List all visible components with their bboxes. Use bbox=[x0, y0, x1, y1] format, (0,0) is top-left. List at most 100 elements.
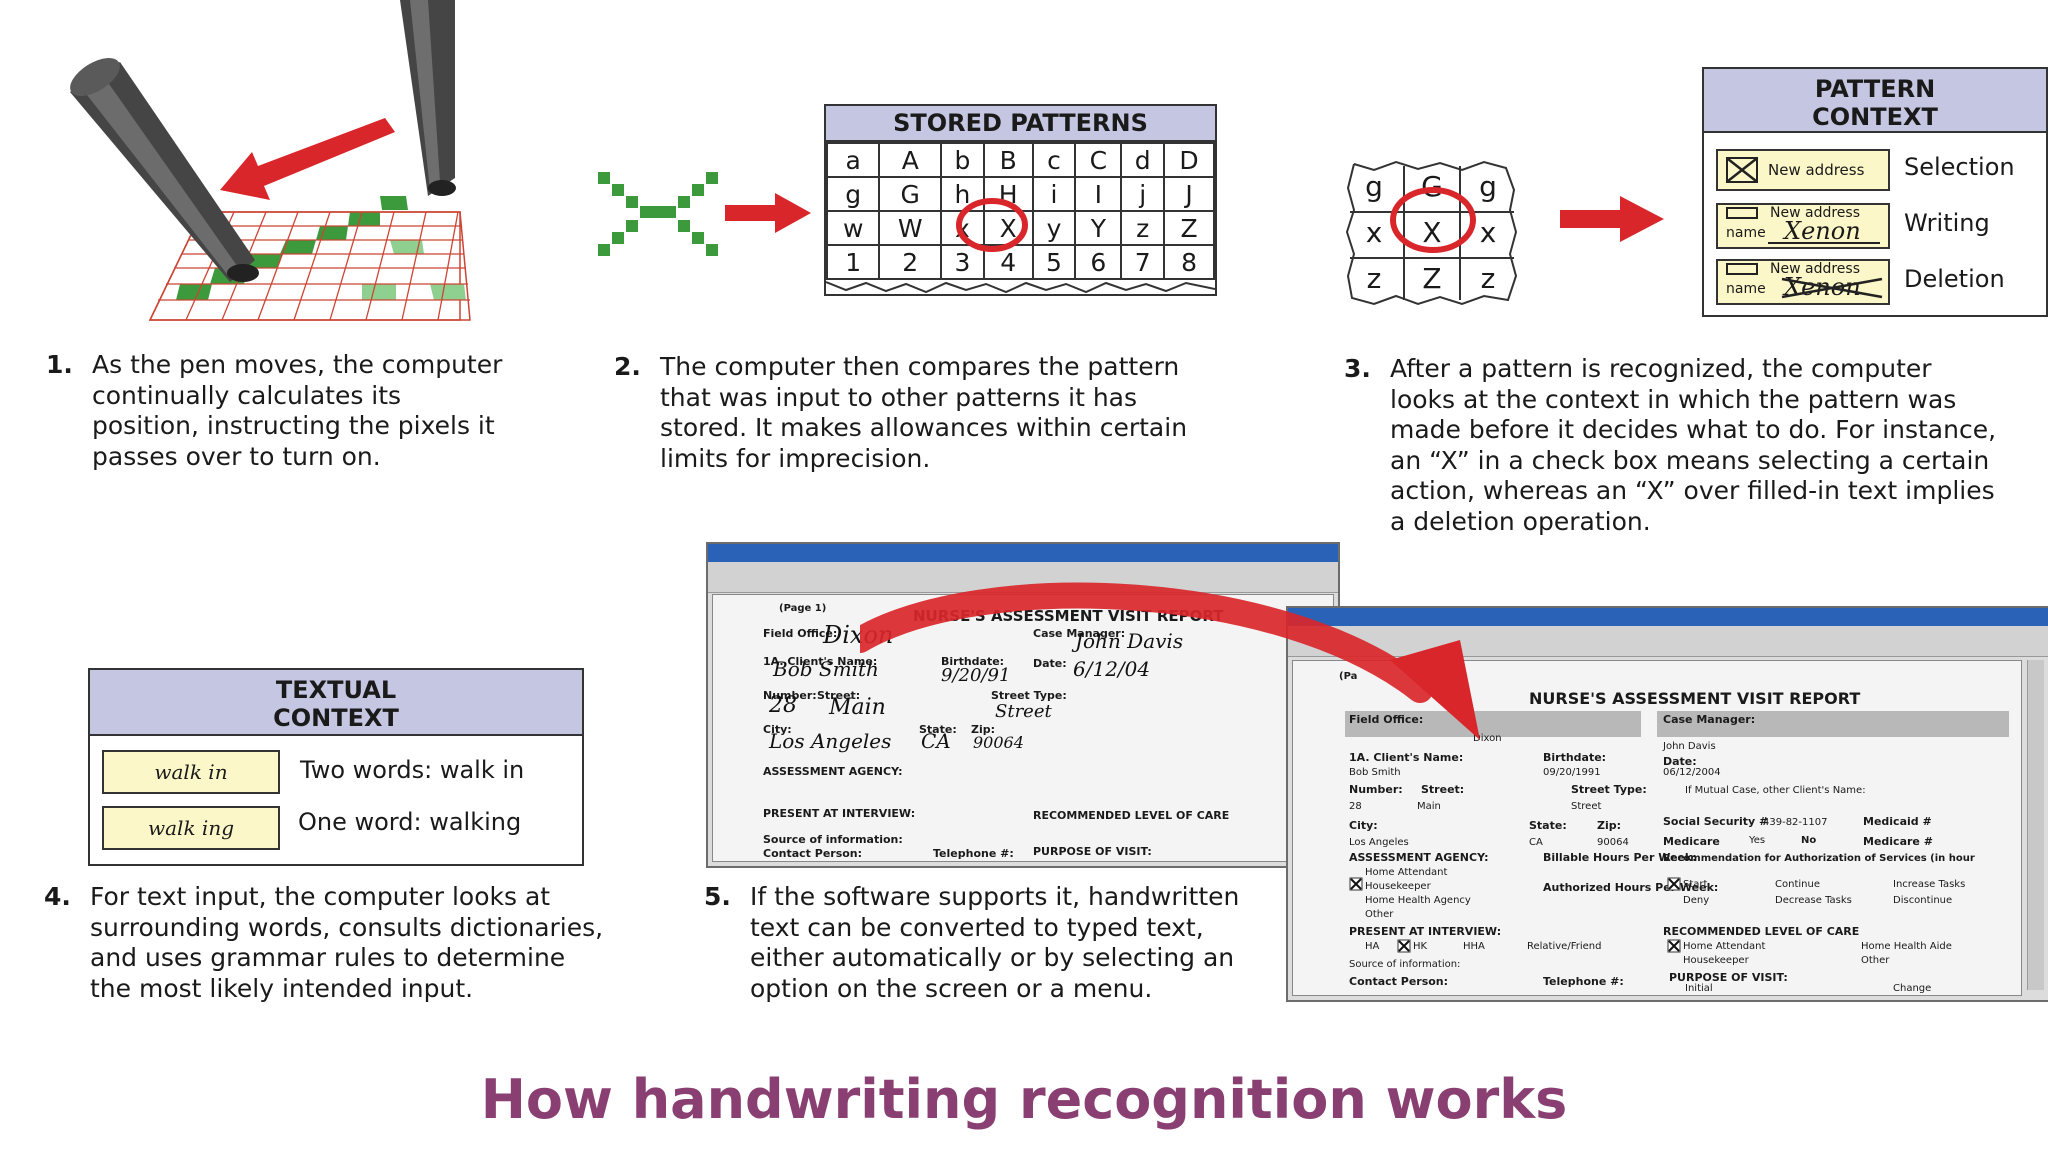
step-line: passes over to turn on. bbox=[92, 441, 381, 471]
form-page: (Pa NURSE'S ASSESSMENT VISIT REPORT Fiel… bbox=[1292, 660, 2022, 996]
field-label: Source of information: bbox=[1349, 959, 1461, 970]
match-circle-icon bbox=[1390, 187, 1476, 253]
pattern-cell: A bbox=[878, 142, 943, 178]
window-titlebar bbox=[1288, 608, 2048, 626]
field-label: Zip: bbox=[1597, 819, 1622, 832]
pattern-cell: H bbox=[982, 176, 1034, 212]
field-label: Number: bbox=[1349, 783, 1403, 796]
option-label: Change bbox=[1893, 983, 1932, 994]
field-label: Contact Person: bbox=[763, 847, 863, 860]
checked-box-icon bbox=[1349, 877, 1363, 891]
field-label: Street Type: bbox=[991, 689, 1067, 702]
handwritten-number: 28 bbox=[769, 693, 797, 718]
field-label: City: bbox=[1349, 819, 1378, 832]
box-name-text: name bbox=[1726, 281, 1766, 297]
step-line: looks at the context in which the patter… bbox=[1390, 384, 1957, 414]
step-line: action, whereas an “X” over filled-in te… bbox=[1390, 476, 1995, 505]
option-label: Start bbox=[1683, 879, 1708, 890]
arrow-right-icon bbox=[1560, 196, 1664, 242]
pattern-context-panel: PATTERN CONTEXT New address Selection Ne… bbox=[1702, 67, 2048, 317]
handwritten-sample: walk in bbox=[102, 750, 280, 794]
pen-right bbox=[400, 0, 456, 196]
option-label: Other bbox=[1861, 955, 1890, 966]
pattern-cell: 2 bbox=[878, 244, 943, 280]
stored-patterns-title: STORED PATTERNS bbox=[826, 106, 1215, 142]
pattern-cell: D bbox=[1163, 142, 1215, 178]
page-number: (Pa bbox=[1339, 671, 1358, 682]
field-value: 09/20/1991 bbox=[1543, 767, 1601, 778]
option-label: Housekeeper bbox=[1365, 881, 1431, 892]
pattern-cell: 7 bbox=[1120, 244, 1166, 280]
step-line: limits for imprecision. bbox=[660, 443, 931, 473]
pattern-cell: B bbox=[982, 142, 1034, 178]
field-label: Street: bbox=[817, 689, 861, 702]
step-line: text can be converted to typed text, bbox=[750, 912, 1204, 942]
handwritten-sample: walk ing bbox=[102, 806, 280, 850]
match-cell: X bbox=[1422, 216, 1442, 249]
field-label: 1A. Client's Name: bbox=[763, 655, 878, 668]
field-value: CA bbox=[1529, 837, 1543, 848]
option-label: Relative/Friend bbox=[1527, 941, 1602, 952]
checked-box-icon bbox=[1397, 939, 1411, 953]
field-label: Medicaid # bbox=[1863, 815, 1932, 828]
option-label: Other bbox=[1365, 909, 1394, 920]
context-label: Selection bbox=[1904, 153, 2015, 181]
pattern-context-title: PATTERN CONTEXT bbox=[1704, 69, 2046, 133]
step-line: that was input to other patterns it has bbox=[660, 382, 1138, 412]
handwritten-street-type: Street bbox=[995, 701, 1052, 722]
field-label: Medicare # bbox=[1863, 835, 1933, 848]
handwritten-street: Main bbox=[829, 695, 886, 720]
field-value: Street bbox=[1571, 801, 1602, 812]
field-label: State: bbox=[919, 723, 957, 736]
pattern-cell: C bbox=[1074, 142, 1123, 178]
step-line: surrounding words, consults dictionaries… bbox=[90, 912, 604, 942]
field-label: Field Office: bbox=[763, 627, 838, 640]
option-label: Initial bbox=[1685, 983, 1713, 994]
checked-box-icon bbox=[1667, 939, 1681, 953]
handwritten-word: Xenon bbox=[1784, 217, 1861, 245]
pattern-cell: 5 bbox=[1031, 244, 1077, 280]
textual-context-panel: TEXTUAL CONTEXT walk in Two words: walk … bbox=[88, 668, 584, 866]
pattern-cell: b bbox=[940, 142, 985, 178]
field-label: Zip: bbox=[971, 723, 996, 736]
empty-box-icon bbox=[1726, 263, 1758, 275]
field-label: State: bbox=[1529, 819, 1567, 832]
match-cell: x bbox=[1365, 216, 1383, 249]
step-line: an “X” in a check box means selecting a … bbox=[1390, 445, 1990, 475]
field-label: Date: bbox=[1663, 755, 1697, 768]
context-label: Deletion bbox=[1904, 265, 2005, 293]
option-label: HK bbox=[1413, 941, 1428, 952]
context-writing-sample: New address name Xenon bbox=[1716, 203, 1890, 249]
vertical-scrollbar[interactable] bbox=[2027, 660, 2044, 990]
field-label: PURPOSE OF VISIT: bbox=[1669, 971, 1788, 984]
field-label: Date: bbox=[1033, 657, 1067, 670]
pattern-cell: I bbox=[1074, 176, 1123, 212]
field-label: Number: bbox=[763, 689, 817, 702]
field-value: Main bbox=[1417, 801, 1441, 812]
field-label: Birthdate: bbox=[1543, 751, 1607, 764]
step-line: a deletion operation. bbox=[1390, 506, 1651, 536]
option-label: No bbox=[1801, 835, 1817, 846]
handwritten-client: Bob Smith bbox=[773, 657, 879, 681]
match-cell: z bbox=[1366, 262, 1382, 295]
movement-arrow bbox=[220, 118, 395, 200]
option-label: Home Health Agency bbox=[1365, 895, 1471, 906]
box-top-text: New address bbox=[1770, 205, 1860, 221]
field-label: Case Manager: bbox=[1663, 713, 1756, 726]
pattern-cell: W bbox=[878, 210, 943, 246]
field-value: 28 bbox=[1349, 801, 1362, 812]
context-checkbox-sample: New address bbox=[1716, 149, 1890, 191]
step-line: If the software supports it, handwritten bbox=[750, 882, 1240, 911]
pattern-cell: c bbox=[1031, 142, 1077, 178]
page-title: How handwriting recognition works bbox=[480, 1068, 1568, 1131]
step-line: option on the screen or a menu. bbox=[750, 973, 1153, 1003]
option-label: Home Attendant bbox=[1683, 941, 1766, 952]
field-label: If Mutual Case, other Client's Name: bbox=[1685, 785, 1866, 796]
step-line: either automatically or by selecting an bbox=[750, 943, 1235, 972]
handwritten-city: Los Angeles bbox=[769, 729, 892, 753]
jagged-frame bbox=[1345, 160, 1518, 306]
field-label: Telephone #: bbox=[933, 847, 1014, 860]
option-label: Home Attendant bbox=[1365, 867, 1448, 878]
